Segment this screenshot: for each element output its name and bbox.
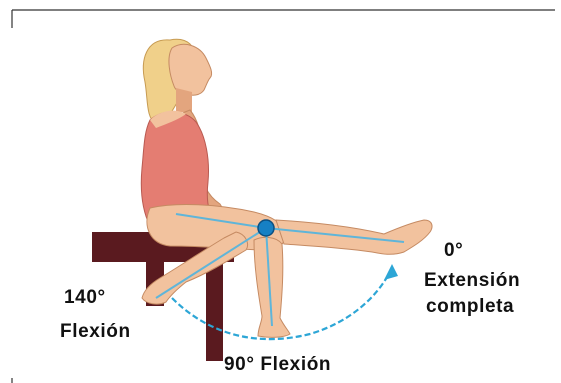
knee-joint xyxy=(258,220,274,236)
stool-leg-right xyxy=(206,258,223,361)
label-extension: Extensión xyxy=(424,270,520,292)
neck xyxy=(176,88,192,112)
label-0-degrees: 0° xyxy=(444,240,463,262)
label-complete: completa xyxy=(426,296,514,318)
arc-arrowhead xyxy=(384,264,398,280)
label-140-flexion: Flexión xyxy=(60,321,131,343)
face xyxy=(169,44,212,95)
label-140-degrees: 140° xyxy=(64,287,106,309)
label-90-flexion: 90° Flexión xyxy=(224,354,331,376)
